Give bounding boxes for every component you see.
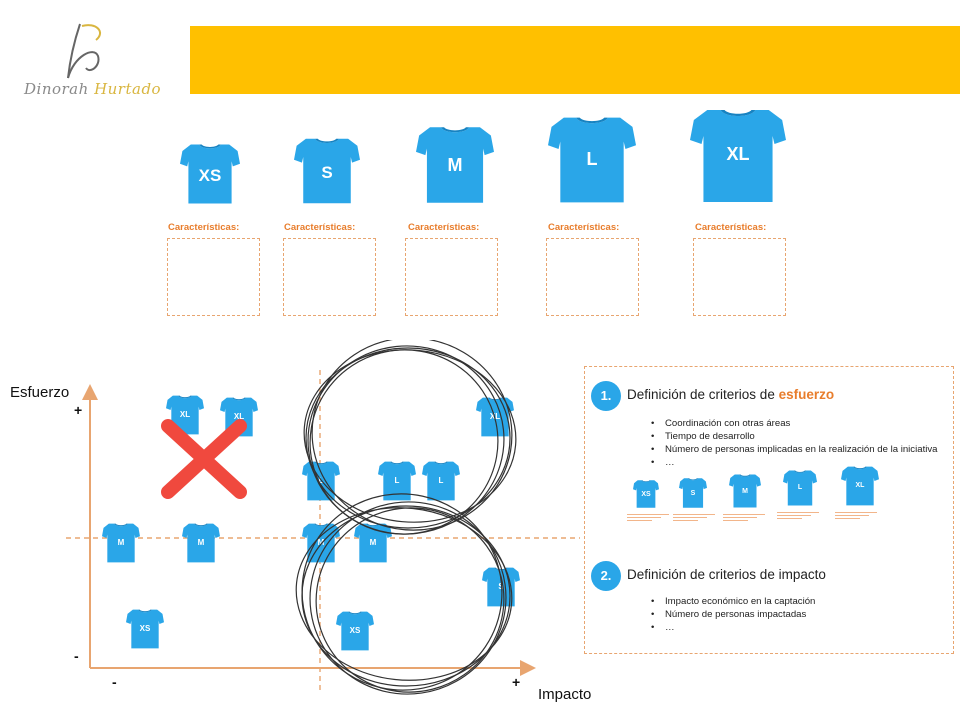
size-shirt-l: L xyxy=(548,114,636,206)
size-label: S xyxy=(498,581,504,591)
step-2-number: 2. xyxy=(591,561,621,591)
y-axis-label: Esfuerzo xyxy=(10,384,70,401)
bullet-item: Tiempo de desarrollo xyxy=(651,430,938,443)
matrix-shirt-m: M xyxy=(354,522,392,564)
step-1-bullets: Coordinación con otras áreasTiempo de de… xyxy=(651,417,938,469)
size-label: XL xyxy=(855,481,865,489)
step-2-title: Definición de criterios de impacto xyxy=(627,567,826,582)
matrix-shirt-l: L xyxy=(302,460,340,502)
size-label: XL xyxy=(233,411,245,421)
size-label: M xyxy=(742,487,748,495)
size-label: L xyxy=(318,475,324,485)
mini-notes-illegible xyxy=(777,511,819,521)
tshirt-icon xyxy=(841,466,879,506)
bullet-item: … xyxy=(651,621,815,634)
matrix-shirt-xl: XL xyxy=(476,396,514,438)
monogram-h-icon xyxy=(67,23,101,79)
size-label: L xyxy=(394,475,400,485)
tshirt-icon xyxy=(182,523,220,563)
bullet-item: Impacto económico en la captación xyxy=(651,595,815,608)
matrix-shirt-m: M xyxy=(182,522,220,564)
caracteristicas-box[interactable] xyxy=(693,238,786,316)
tshirt-icon xyxy=(783,470,817,506)
size-label: M xyxy=(117,537,125,547)
caracteristicas-box[interactable] xyxy=(405,238,498,316)
size-label: L xyxy=(797,484,803,492)
bullet-item: Número de personas impactadas xyxy=(651,608,815,621)
caracteristicas-box[interactable] xyxy=(546,238,639,316)
bullet-item: Coordinación con otras áreas xyxy=(651,417,938,430)
size-label: XL xyxy=(489,411,501,421)
tshirt-icon xyxy=(294,138,360,204)
step-1-title: Definición de criterios de esfuerzo xyxy=(627,387,835,402)
size-label: S xyxy=(690,490,696,498)
mini-shirt-l: L xyxy=(783,469,817,507)
tshirt-icon xyxy=(102,523,140,563)
matrix-shirt-l: L xyxy=(422,460,460,502)
tshirt-icon xyxy=(548,117,636,203)
size-label: XL xyxy=(179,409,191,419)
size-label: XS xyxy=(198,166,222,186)
size-label: XS xyxy=(641,491,651,499)
criteria-panel: 1. Definición de criterios de esfuerzo C… xyxy=(584,366,954,654)
tshirt-icon xyxy=(679,478,707,508)
x-minus-tick: - xyxy=(112,674,117,690)
size-label: M xyxy=(369,537,377,547)
size-label: L xyxy=(438,475,444,485)
x-axis-label: Impacto xyxy=(538,686,592,703)
caracteristicas-label: Características: xyxy=(548,222,620,233)
bullet-item: … xyxy=(651,456,938,469)
logo-signature: Dinorah Hurtado xyxy=(24,80,162,98)
matrix-shirt-l: L xyxy=(378,460,416,502)
mini-notes-illegible xyxy=(673,513,715,523)
caracteristicas-label: Características: xyxy=(695,222,767,233)
tshirt-icon xyxy=(126,609,164,649)
size-label: M xyxy=(447,155,463,176)
mini-shirt-xs: XS xyxy=(633,479,659,509)
y-plus-tick: + xyxy=(74,402,83,418)
tshirt-icon xyxy=(180,144,240,204)
tshirt-icon xyxy=(416,127,494,203)
matrix-shirt-xs: XS xyxy=(126,608,164,650)
size-label: L xyxy=(586,148,598,169)
size-shirt-m: M xyxy=(416,124,494,206)
size-shirt-xl: XL xyxy=(690,106,786,206)
step-1-number: 1. xyxy=(591,381,621,411)
matrix-shirt-m: M xyxy=(102,522,140,564)
tshirt-icon xyxy=(690,110,786,202)
size-label: M xyxy=(317,537,325,547)
header-banner xyxy=(190,26,960,94)
mini-shirt-m: M xyxy=(729,473,761,509)
size-label: M xyxy=(197,537,205,547)
size-shirt-xs: XS xyxy=(180,142,240,206)
x-plus-tick: + xyxy=(512,674,521,690)
tshirt-icon xyxy=(729,474,761,508)
scribble-loops-icon xyxy=(295,340,517,695)
discard-cross-icon xyxy=(161,419,247,499)
matrix-shirt-m: M xyxy=(302,522,340,564)
mini-notes-illegible xyxy=(627,513,669,523)
caracteristicas-label: Características: xyxy=(408,222,480,233)
matrix-shirt-s: S xyxy=(482,566,520,608)
step-2-bullets: Impacto económico en la captaciónNúmero … xyxy=(651,595,815,634)
size-label: XL xyxy=(726,144,750,164)
size-label: XS xyxy=(139,623,151,633)
size-label: XS xyxy=(349,625,361,635)
mini-notes-illegible xyxy=(723,513,765,523)
logo: Dinorah Hurtado xyxy=(18,18,161,113)
tshirt-icon xyxy=(633,480,659,508)
caracteristicas-label: Características: xyxy=(168,222,240,233)
size-label: S xyxy=(321,162,333,182)
caracteristicas-box[interactable] xyxy=(283,238,376,316)
mini-shirt-xl: XL xyxy=(841,465,879,507)
caracteristicas-label: Características: xyxy=(284,222,356,233)
mini-shirt-s: S xyxy=(679,477,707,509)
bullet-item: Número de personas implicadas en la real… xyxy=(651,443,938,456)
y-minus-tick: - xyxy=(74,648,79,664)
caracteristicas-box[interactable] xyxy=(167,238,260,316)
mini-notes-illegible xyxy=(835,511,877,521)
matrix-shirt-xs: XS xyxy=(336,610,374,652)
size-shirt-s: S xyxy=(294,136,360,206)
